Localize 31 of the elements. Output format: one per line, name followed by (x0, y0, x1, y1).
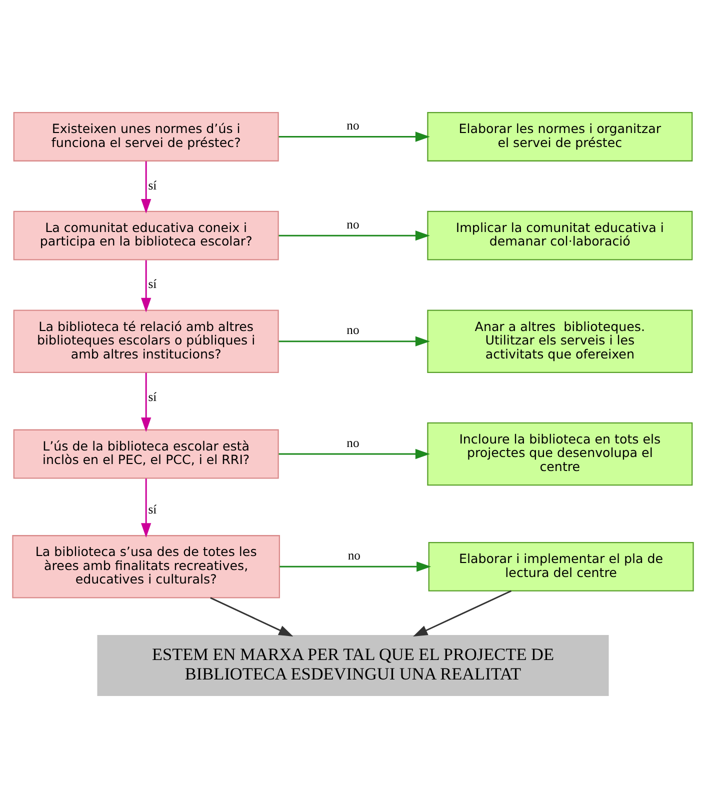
node-box: La biblioteca s’usa des de totes les àrees amb finalitats recreatives, educatives i culturals? (12, 535, 280, 598)
arrow (278, 230, 430, 241)
node-box: ESTEM EN MARXA PER TAL QUE EL PROJECTE DE BIBLIOTECA ESDEVINGUI UNA REALITAT (97, 635, 609, 696)
arrow (280, 562, 432, 572)
edge-label: sí (148, 277, 157, 292)
edge-label: no (346, 436, 360, 450)
edge-label: no (346, 323, 360, 338)
node-box: Implicar la comunitat educativa i demanar col·laboració (427, 210, 693, 260)
node-box: La comunitat educativa coneix i participa en la biblioteca escolar? (13, 210, 279, 260)
arrow (141, 161, 152, 214)
arrow (278, 132, 430, 142)
arrow (141, 260, 152, 312)
node-box: Elaborar i implementar el pla de lectura del centre (428, 542, 694, 592)
arrow (141, 478, 152, 538)
arrow (141, 372, 152, 432)
edge-label: no (346, 118, 360, 133)
node-box: Incloure la biblioteca en tots els projectes que desenvolupa el centre (427, 422, 693, 486)
node-box: Elaborar les normes i organitzar el servei de préstec (427, 112, 693, 162)
edge-label: no (348, 548, 360, 563)
node-box: L’ús de la biblioteca escolar està inclòs en el PEC, el PCC, i el RRI? (13, 429, 279, 479)
node-box: Existeixen unes normes d’ús i funciona el servei de préstec? (13, 112, 279, 162)
node-box: Anar a altres biblioteques. Utilitzar els serveis i les activitats que ofereixen (427, 310, 693, 373)
edge-label: sí (148, 502, 157, 517)
node-box: La biblioteca té relació amb altres biblioteques escolars o públiques i amb altres institucions? (13, 310, 279, 373)
arrow (278, 336, 430, 346)
arrow (210, 597, 294, 636)
arrow (278, 448, 430, 460)
arrow (413, 590, 512, 636)
edge-label: sí (148, 390, 157, 404)
edge-label: no (346, 217, 360, 232)
edge-label: sí (148, 178, 157, 192)
